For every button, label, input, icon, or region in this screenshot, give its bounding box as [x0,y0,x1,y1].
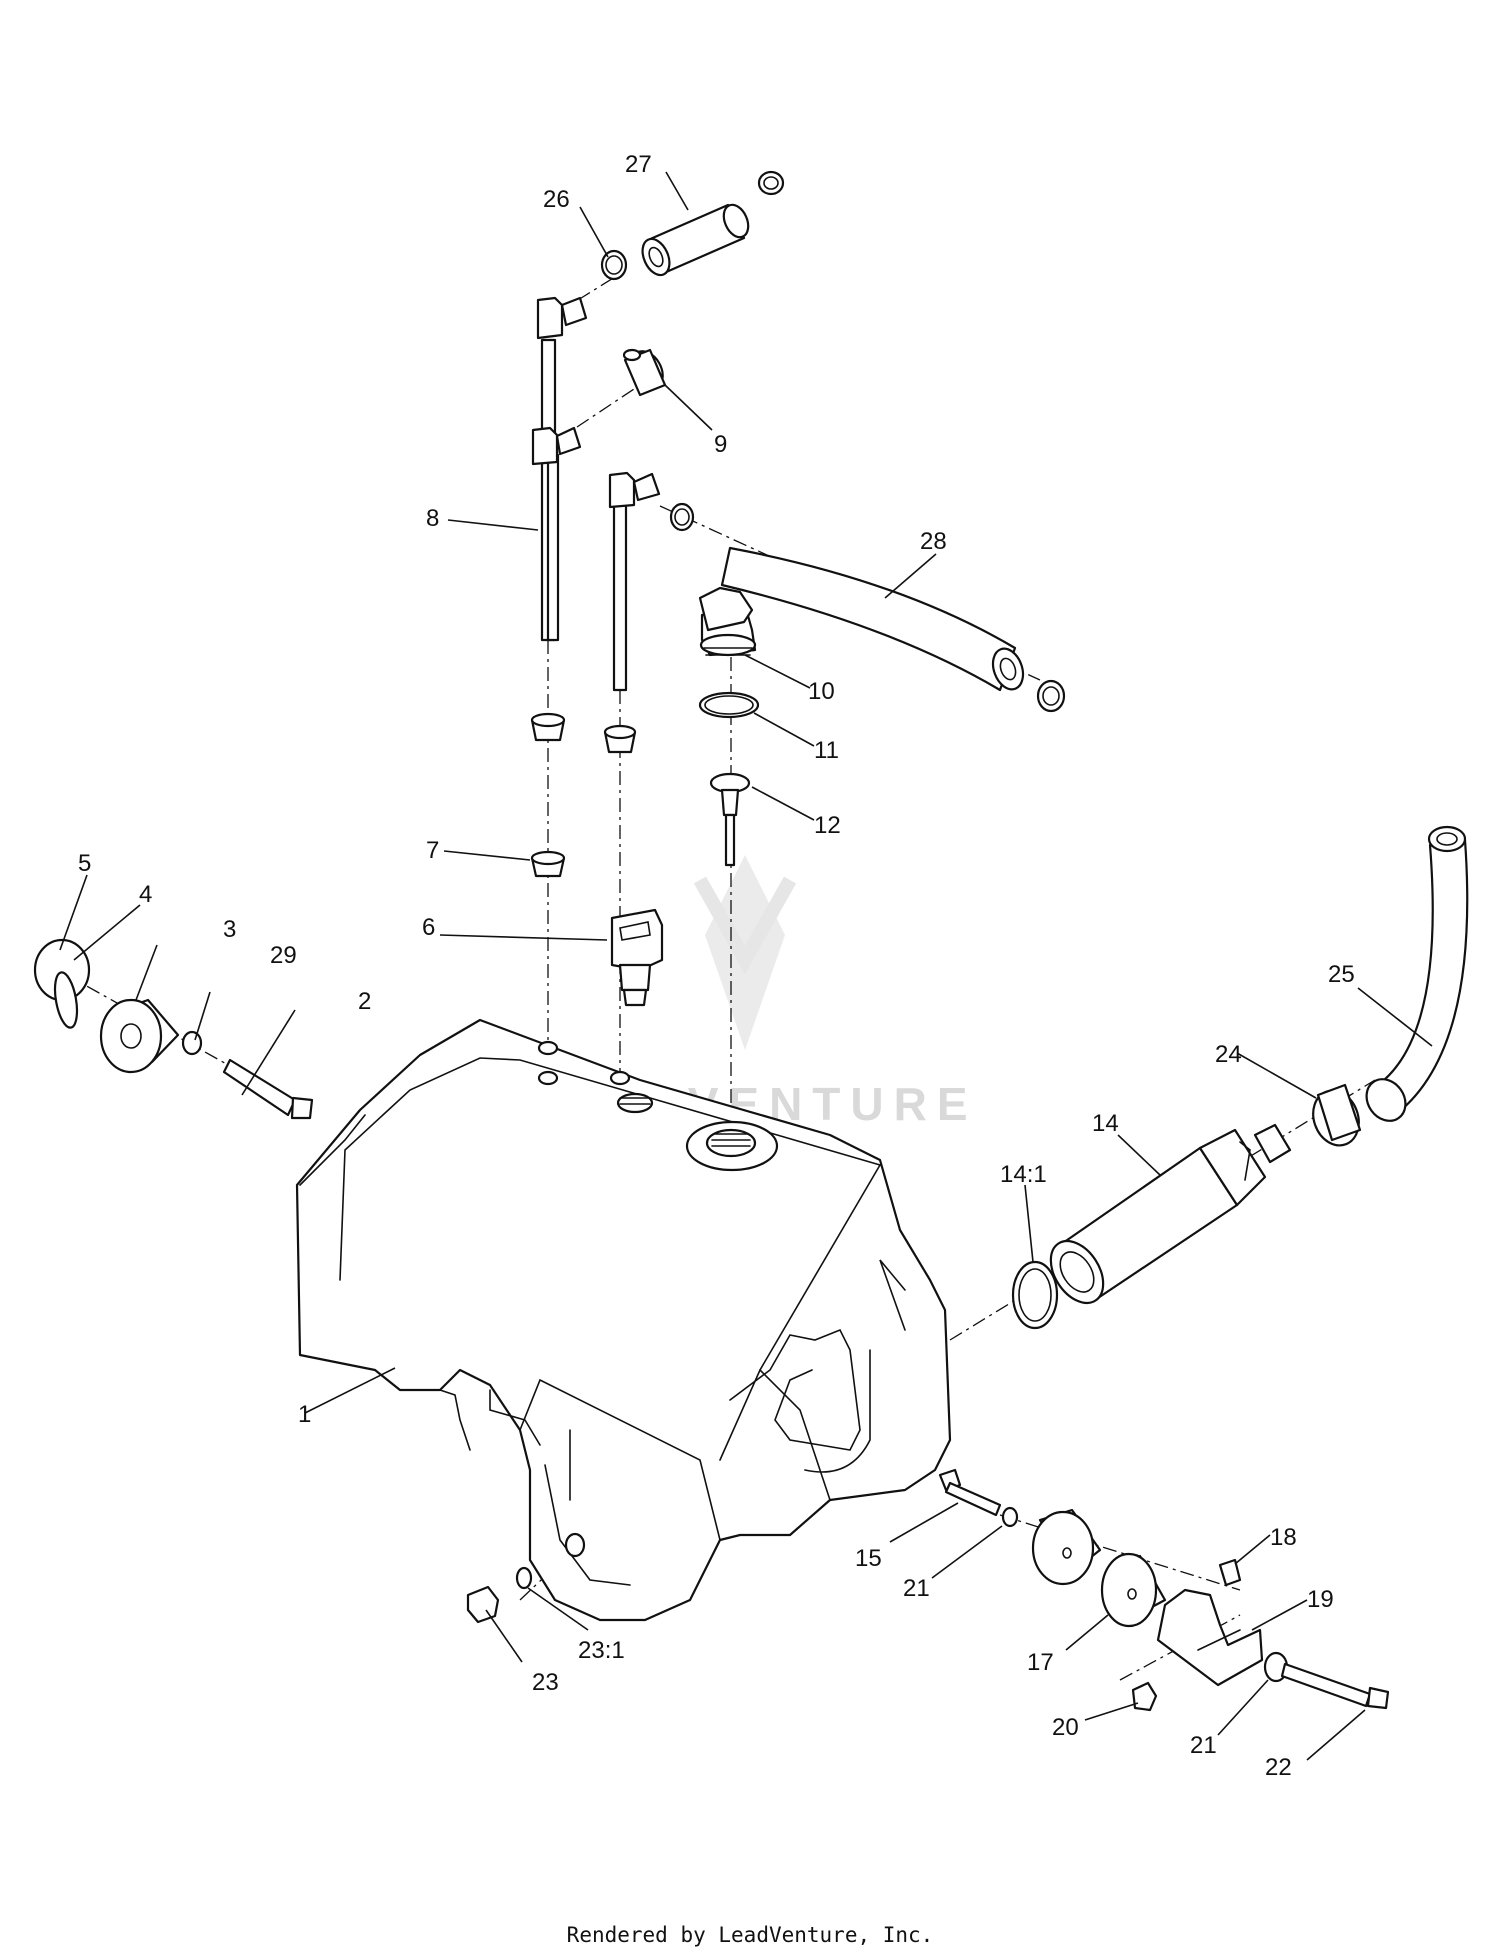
callout-3: 3 [223,916,236,943]
callout-29: 29 [270,942,297,969]
fuel-valve [610,908,664,1007]
fuel-tank [295,1018,952,1622]
callout-6: 6 [422,914,435,941]
callout-18: 18 [1270,1524,1297,1551]
left-mount-hardware [33,938,314,1120]
callout-15: 15 [855,1545,882,1572]
callout-23-1: 23:1 [578,1637,625,1664]
fuel-hose-short [641,203,750,277]
callout-24: 24 [1215,1041,1242,1068]
callout-20: 20 [1052,1714,1079,1741]
fuel-hose-long [720,546,1066,713]
callout-11: 11 [814,737,839,764]
callout-1: 1 [298,1401,311,1428]
callout-26: 26 [543,186,570,213]
callout-27: 27 [625,151,652,178]
callout-14: 14 [1092,1110,1119,1137]
vent-hose [1312,825,1469,1147]
callout-7: 7 [426,837,439,864]
render-credit: Rendered by LeadVenture, Inc. [566,1923,934,1947]
callout-22: 22 [1265,1754,1292,1781]
callout-28: 28 [920,528,947,555]
grommets [530,712,637,878]
callout-8: 8 [426,505,439,532]
pickup-tube [531,296,588,642]
callout-5: 5 [78,850,91,877]
hose-clamps-upper [600,170,785,532]
callout-10: 10 [808,678,835,705]
drain-plug [466,1566,533,1624]
callout-21a: 21 [903,1575,930,1602]
return-line-fitting [608,471,661,692]
callout-21b: 21 [1190,1732,1217,1759]
right-mount-hardware [938,1468,1390,1712]
callout-25: 25 [1328,961,1355,988]
filler-neck [1011,1123,1292,1330]
callout-9: 9 [714,431,727,458]
callout-14-1: 14:1 [1000,1161,1047,1188]
callout-23: 23 [532,1669,559,1696]
callout-12: 12 [814,812,841,839]
fuel-cap [698,586,760,867]
callouts: 1 2 3 4 5 6 7 8 9 10 11 12 14 14:1 15 17… [78,151,1355,1781]
leader-lines [59,171,1433,1761]
callout-2: 2 [358,988,371,1015]
callout-4: 4 [139,881,152,908]
callout-19: 19 [1307,1586,1334,1613]
callout-17: 17 [1027,1649,1054,1676]
